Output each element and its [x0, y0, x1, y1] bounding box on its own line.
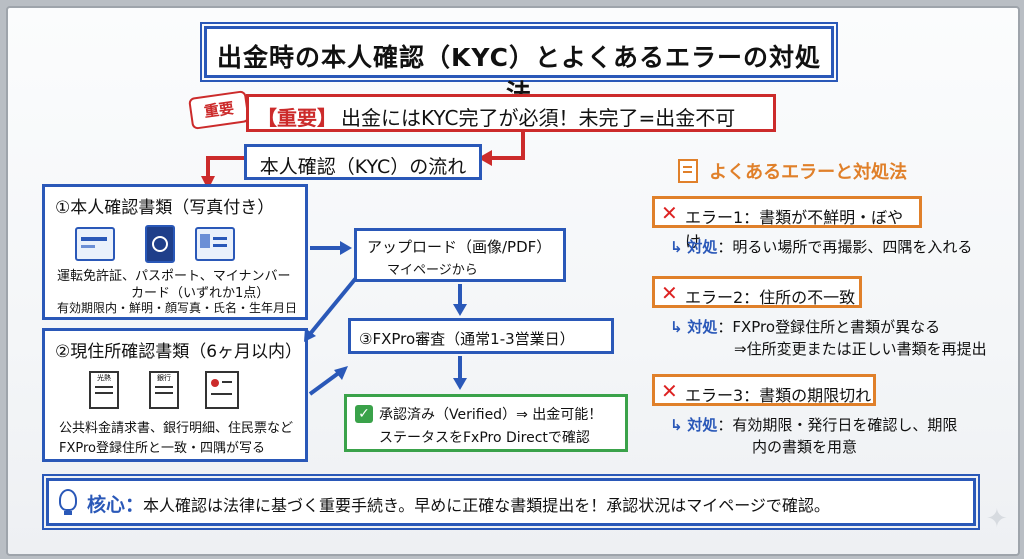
flow-title: 本人確認（KYC）の流れ	[259, 156, 467, 178]
passport-icon	[145, 225, 175, 263]
check-icon: ✓	[355, 405, 373, 423]
x-icon: ✕	[661, 281, 678, 305]
footer-key: 核心：	[87, 494, 145, 516]
sparkle-icon: ✦	[986, 504, 1008, 534]
review-text: ③FXPro審査（通常1-3営業日）	[359, 330, 575, 348]
flow-title-box: 本人確認（KYC）の流れ	[244, 144, 482, 180]
step1-line3: 有効期限内・鮮明・顔写真・氏名・生年月日	[57, 301, 298, 315]
resident-record-icon	[205, 371, 239, 409]
step1-line2: カード（いずれか1点）	[131, 286, 270, 301]
step2-title: ②現住所確認書類（6ヶ月以内）	[55, 342, 303, 362]
footer-box: 核心： 本人確認は法律に基づく重要手続き。早めに正確な書類提出を！承認状況はマイ…	[42, 474, 980, 530]
step2-line1: 公共料金請求書、銀行明細、住民票など	[59, 421, 294, 436]
red-arrows	[201, 130, 525, 190]
error3-fix-key: 対処	[687, 416, 718, 434]
error2-fix-line1: ：FXPro登録住所と書類が異なる	[717, 318, 941, 336]
upload-line1: アップロード（画像/PDF）	[367, 238, 552, 256]
error3-fix-line1: ：有効期限・発行日を確認し、期限	[717, 416, 958, 434]
my-number-card-icon	[195, 227, 235, 261]
errors-title: よくあるエラーと対処法	[709, 162, 908, 183]
error2-fix-key: 対処	[687, 318, 718, 336]
review-box: ③FXPro審査（通常1-3営業日）	[348, 318, 614, 354]
approved-line1: 承認済み（Verified）⇒ 出金可能！	[379, 407, 603, 423]
error2-fix-line2: ⇒住所変更または正しい書類を再提出	[734, 340, 987, 358]
footer-text: 本人確認は法律に基づく重要手続き。早めに正確な書類提出を！承認状況はマイページで…	[143, 496, 830, 515]
error1-fix: ↳ 対処：明るい場所で再撮影、四隅を入れる	[670, 236, 972, 258]
important-banner: 【重要】 出金にはKYC完了が必須！未完了=出金不可	[246, 94, 776, 132]
error3-box: ✕ エラー3：書類の期限切れ	[652, 374, 876, 406]
error3-fix-line2: 内の書類を用意	[752, 438, 858, 456]
error3-fix: ↳ 対処：有効期限・発行日を確認し、期限	[670, 414, 957, 436]
error1-label: エラー1：書類が不鮮明・ぼやけ	[685, 208, 904, 251]
x-icon: ✕	[661, 379, 678, 403]
error2-label: エラー2：住所の不一致	[685, 288, 856, 307]
error2-box: ✕ エラー2：住所の不一致	[652, 276, 862, 308]
title-box: 出金時の本人確認（KYC）とよくあるエラーの対処法	[200, 22, 838, 108]
important-bracket: 【重要】	[257, 106, 337, 130]
lightbulb-icon	[59, 489, 77, 515]
approved-box: ✓ 承認済み（Verified）⇒ 出金可能！ ステータスをFxPro Dire…	[344, 394, 628, 452]
step1-line1: 運転免許証、パスポート、マイナンバー	[57, 269, 291, 284]
return-arrow-icon: ↳	[670, 238, 683, 256]
error3-label: エラー3：書類の期限切れ	[685, 386, 872, 405]
important-text: 出金にはKYC完了が必須！未完了=出金不可	[341, 106, 736, 130]
errors-title-row: よくあるエラーと対処法	[678, 158, 907, 184]
notepad-icon	[678, 159, 698, 183]
step2-box: ②現住所確認書類（6ヶ月以内） 光熱 銀行 公共料金請求書、銀行明細、住民票など…	[42, 328, 308, 462]
upload-box: アップロード（画像/PDF） マイページから	[354, 228, 566, 282]
bank-statement-icon: 銀行	[149, 371, 179, 409]
license-card-icon	[75, 227, 115, 261]
step2-line2: FXPro登録住所と一致・四隅が写る	[59, 441, 266, 456]
step1-box: ①本人確認書類（写真付き） 運転免許証、パスポート、マイナンバー カード（いずれ…	[42, 184, 308, 320]
error1-fix-key: 対処	[687, 238, 718, 256]
return-arrow-icon: ↳	[670, 318, 683, 336]
return-arrow-icon: ↳	[670, 416, 683, 434]
x-icon: ✕	[661, 201, 678, 225]
step1-title: ①本人確認書類（写真付き）	[55, 198, 275, 218]
error1-box: ✕ エラー1：書類が不鮮明・ぼやけ	[652, 196, 922, 251]
error2-fix: ↳ 対処：FXPro登録住所と書類が異なる	[670, 316, 940, 338]
flow-arrows	[304, 241, 467, 396]
approved-line2: ステータスをFxPro Directで確認	[379, 430, 590, 446]
utility-bill-label: 光熱	[97, 374, 111, 382]
utility-bill-icon: 光熱	[89, 371, 119, 409]
upload-line2: マイページから	[387, 263, 478, 278]
error1-fix-line1: ：明るい場所で再撮影、四隅を入れる	[717, 238, 973, 256]
bank-statement-label: 銀行	[157, 374, 171, 382]
whiteboard: 出金時の本人確認（KYC）とよくあるエラーの対処法 重要 【重要】 出金にはKY…	[6, 6, 1020, 556]
